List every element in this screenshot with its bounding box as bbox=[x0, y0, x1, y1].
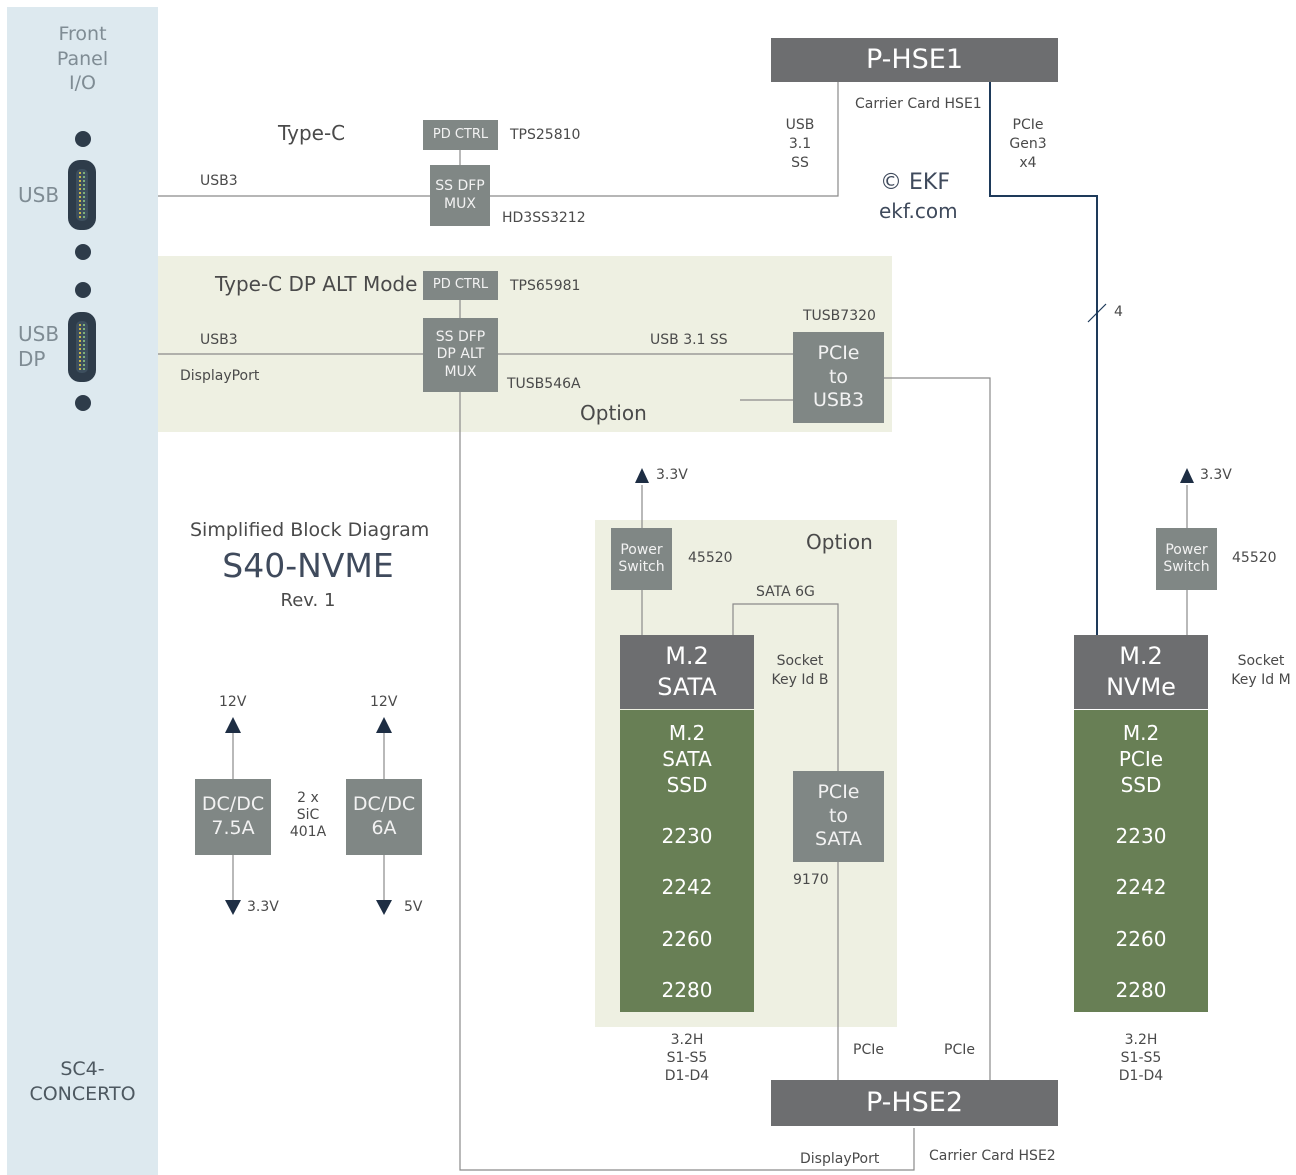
nvme-power-switch-box: Power Switch bbox=[1156, 528, 1217, 590]
usb-ss-label: USB 3.1 SS bbox=[785, 117, 815, 171]
usb3-label: USB3 bbox=[200, 173, 238, 189]
usb3-label: USB3 bbox=[200, 332, 238, 348]
usb-c-dp-connector-icon bbox=[68, 312, 96, 382]
m2-sata-header: M.2 SATA bbox=[620, 635, 754, 709]
ssd-size: 2230 bbox=[661, 824, 713, 848]
mux-chip-label: HD3SS3212 bbox=[502, 210, 586, 226]
ssd-size: 2242 bbox=[1115, 875, 1167, 899]
pcie-to-usb3-box: PCIe to USB3 bbox=[793, 332, 884, 423]
usb-port-label: USB bbox=[18, 183, 60, 207]
pcie-gen3-label: PCIe Gen3 x4 bbox=[1009, 117, 1047, 171]
nvme-supply-label: 3.3V bbox=[1200, 467, 1232, 483]
sata-supply-label: 3.3V bbox=[656, 467, 688, 483]
usb31-ss-label: USB 3.1 SS bbox=[650, 332, 728, 348]
m2-nvme-header: M.2 NVMe bbox=[1074, 635, 1208, 709]
ssd-size: 2280 bbox=[1115, 978, 1167, 1002]
pd-ctrl-chip-label: TPS25810 bbox=[510, 127, 581, 143]
ssd-size: 2260 bbox=[1115, 927, 1167, 951]
hse2-caption: Carrier Card HSE2 bbox=[929, 1148, 1056, 1164]
front-panel-title: Front Panel I/O bbox=[56, 23, 109, 95]
nvme-switch-chip-label: 45520 bbox=[1232, 550, 1277, 566]
ssd-size: 2280 bbox=[661, 978, 713, 1002]
dcdc-6a-box: DC/DC 6A bbox=[346, 779, 422, 855]
dcdc-7-5a-box: DC/DC 7.5A bbox=[195, 779, 271, 855]
displayport-label: DisplayPort bbox=[180, 368, 260, 384]
dcdc-a-output-label: 3.3V bbox=[247, 899, 279, 915]
pd-ctrl-chip-label: TPS65981 bbox=[510, 278, 581, 294]
pcie-label: PCIe bbox=[853, 1042, 884, 1058]
sata-switch-chip-label: 45520 bbox=[688, 550, 733, 566]
option-label: Option bbox=[580, 401, 647, 425]
ssd-title: M.2 SATA SSD bbox=[662, 721, 712, 797]
sata-power-states: 3.2H S1-S5 D1-D4 bbox=[664, 1032, 710, 1085]
led-indicator bbox=[75, 244, 91, 260]
hse1-caption: Carrier Card HSE1 bbox=[855, 96, 982, 112]
bridge-chip-label: TUSB7320 bbox=[803, 308, 876, 324]
pd-ctrl-box: PD CTRL bbox=[423, 271, 498, 300]
p-hse1-connector: P-HSE1 bbox=[771, 38, 1058, 82]
led-indicator bbox=[75, 395, 91, 411]
sata-power-switch-box: Power Switch bbox=[611, 528, 672, 590]
usb-dp-port-label: USB DP bbox=[18, 322, 60, 371]
dcdc-chip-label: 2 x SiC 401A bbox=[289, 790, 327, 840]
usb-c-connector-icon bbox=[68, 160, 96, 230]
p-hse2-connector: P-HSE2 bbox=[771, 1080, 1058, 1126]
ssd-size: 2260 bbox=[661, 927, 713, 951]
lane-count-label: 4 bbox=[1114, 304, 1123, 320]
dcdc-a-input-label: 12V bbox=[219, 694, 247, 710]
ssd-size: 2242 bbox=[661, 875, 713, 899]
m2-sata-ssd: M.2 SATA SSD 2230 2242 2260 2280 bbox=[620, 710, 754, 1012]
led-indicator bbox=[75, 131, 91, 147]
dcdc-b-output-label: 5V bbox=[404, 899, 423, 915]
led-indicator bbox=[75, 282, 91, 298]
ssd-title: M.2 PCIe SSD bbox=[1118, 721, 1164, 797]
pcie-label: PCIe bbox=[944, 1042, 975, 1058]
typec-dp-title: Type-C DP ALT Mode bbox=[215, 272, 418, 296]
sata-option-label: Option bbox=[806, 530, 873, 554]
ss-dfp-mux-box: SS DFP MUX bbox=[430, 165, 490, 226]
nvme-power-states: 3.2H S1-S5 D1-D4 bbox=[1118, 1032, 1164, 1085]
dcdc-b-input-label: 12V bbox=[370, 694, 398, 710]
dp-alt-option-region bbox=[158, 256, 892, 432]
dp-alt-mux-box: SS DFP DP ALT MUX bbox=[423, 318, 498, 392]
board-name: SC4- CONCERTO bbox=[29, 1058, 136, 1105]
nvme-socket-label: Socket Key Id M bbox=[1231, 653, 1291, 688]
displayport-label: DisplayPort bbox=[800, 1151, 880, 1167]
copyright-label: © EKF bbox=[880, 170, 950, 195]
sata6g-label: SATA 6G bbox=[756, 584, 815, 600]
diagram-title: S40-NVME bbox=[222, 546, 394, 585]
m2-pcie-ssd: M.2 PCIe SSD 2230 2242 2260 2280 bbox=[1074, 710, 1208, 1012]
pd-ctrl-box: PD CTRL bbox=[423, 120, 498, 150]
diagram-subtitle: Simplified Block Diagram bbox=[190, 519, 430, 541]
typec-title: Type-C bbox=[278, 121, 346, 145]
pcie-to-sata-box: PCIe to SATA bbox=[793, 771, 884, 862]
sata-socket-label: Socket Key Id B bbox=[771, 653, 829, 688]
website-label: ekf.com bbox=[879, 199, 958, 223]
diagram-revision: Rev. 1 bbox=[280, 590, 336, 611]
sata-bridge-chip-label: 9170 bbox=[793, 872, 829, 888]
mux-chip-label: TUSB546A bbox=[507, 376, 581, 392]
ssd-size: 2230 bbox=[1115, 824, 1167, 848]
